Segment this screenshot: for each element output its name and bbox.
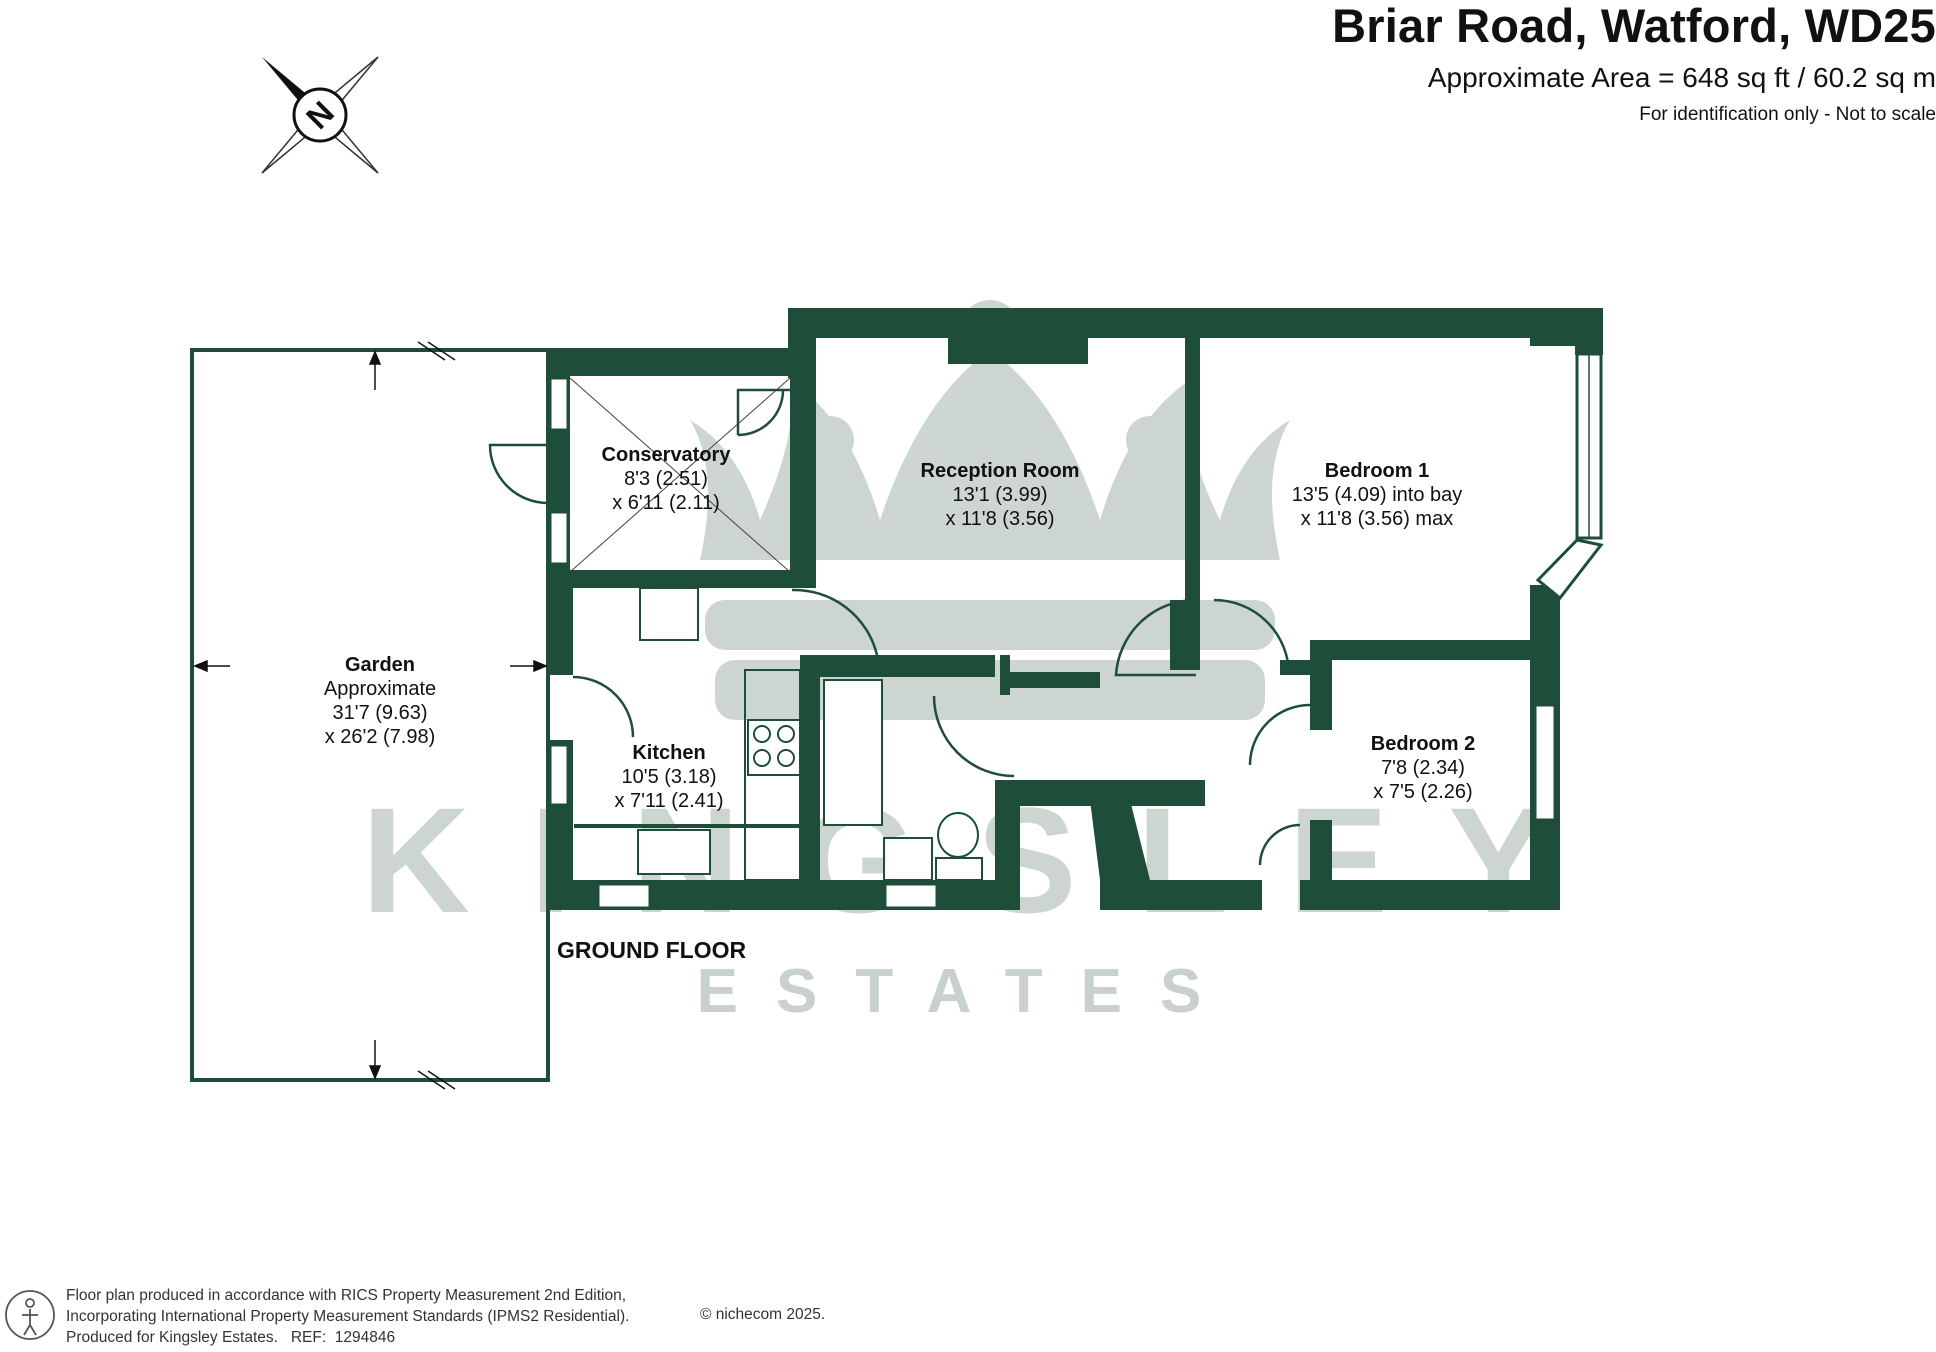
room-label-garden: Garden Approximate 31'7 (9.63) x 26'2 (7… — [324, 654, 436, 748]
room-label-bedroom1: Bedroom 1 13'5 (4.09) into bay x 11'8 (3… — [1292, 460, 1463, 530]
bedroom2-line1: 7'8 (2.34) — [1381, 757, 1465, 779]
garden-line1: Approximate — [324, 678, 436, 700]
floor-label: GROUND FLOOR — [557, 937, 746, 963]
conservatory-line2: x 6'11 (2.11) — [612, 492, 720, 514]
bath — [823, 679, 883, 826]
doors — [488, 388, 1311, 866]
kitchen-line2: x 7'11 (2.41) — [614, 790, 723, 812]
bedroom1-name: Bedroom 1 — [1325, 460, 1429, 482]
garden-line2: 31'7 (9.63) — [333, 702, 428, 724]
garden-name: Garden — [345, 654, 415, 676]
fridge — [639, 587, 699, 641]
property-title: Briar Road, Watford, WD25 — [1332, 0, 1936, 52]
conservatory-name: Conservatory — [602, 444, 732, 466]
conservatory-roof-lines — [569, 377, 791, 573]
watermark-sub: ESTATES — [697, 957, 1240, 1026]
footer-line2: Incorporating International Property Mea… — [66, 1308, 630, 1325]
reception-line2: x 11'8 (3.56) — [945, 508, 1054, 530]
room-label-kitchen: Kitchen 10'5 (3.18) x 7'11 (2.41) — [614, 742, 723, 812]
windows — [548, 376, 1557, 910]
bedroom1-line2: x 11'8 (3.56) max — [1301, 508, 1453, 530]
kitchen-name: Kitchen — [632, 742, 705, 764]
room-label-conservatory: Conservatory 8'3 (2.51) x 6'11 (2.11) — [602, 444, 732, 514]
room-label-bedroom2: Bedroom 2 7'8 (2.34) x 7'5 (2.26) — [1371, 733, 1475, 803]
bedroom1-line1: 13'5 (4.09) into bay — [1292, 484, 1463, 506]
garden-line3: x 26'2 (7.98) — [325, 726, 436, 748]
bay-window — [1535, 352, 1604, 601]
reception-name: Reception Room — [921, 460, 1080, 482]
footer-line3: Produced for Kingsley Estates. REF: 1294… — [66, 1329, 396, 1346]
footer-notes: Floor plan produced in accordance with R… — [66, 1285, 629, 1348]
conservatory-line1: 8'3 (2.51) — [624, 468, 708, 490]
compass-north-icon: N — [261, 56, 379, 174]
sink — [637, 829, 711, 875]
approximate-area: Approximate Area = 648 sq ft / 60.2 sq m — [1427, 62, 1936, 93]
identification-note: For identification only - Not to scale — [1639, 104, 1936, 125]
room-label-reception: Reception Room 13'1 (3.99) x 11'8 (3.56) — [921, 460, 1080, 530]
copyright: © nichecom 2025. — [700, 1306, 826, 1323]
basin — [883, 837, 933, 881]
reception-line1: 13'1 (3.99) — [953, 484, 1048, 506]
bedroom2-line2: x 7'5 (2.26) — [1373, 781, 1472, 803]
fixtures — [574, 587, 983, 881]
kitchen-line1: 10'5 (3.18) — [622, 766, 717, 788]
garden-dimension-arrows — [193, 341, 548, 1090]
toilet — [937, 812, 979, 858]
bedroom2-name: Bedroom 2 — [1371, 733, 1475, 755]
footer-line1: Floor plan produced in accordance with R… — [66, 1287, 627, 1304]
person-scale-icon — [5, 1290, 55, 1340]
